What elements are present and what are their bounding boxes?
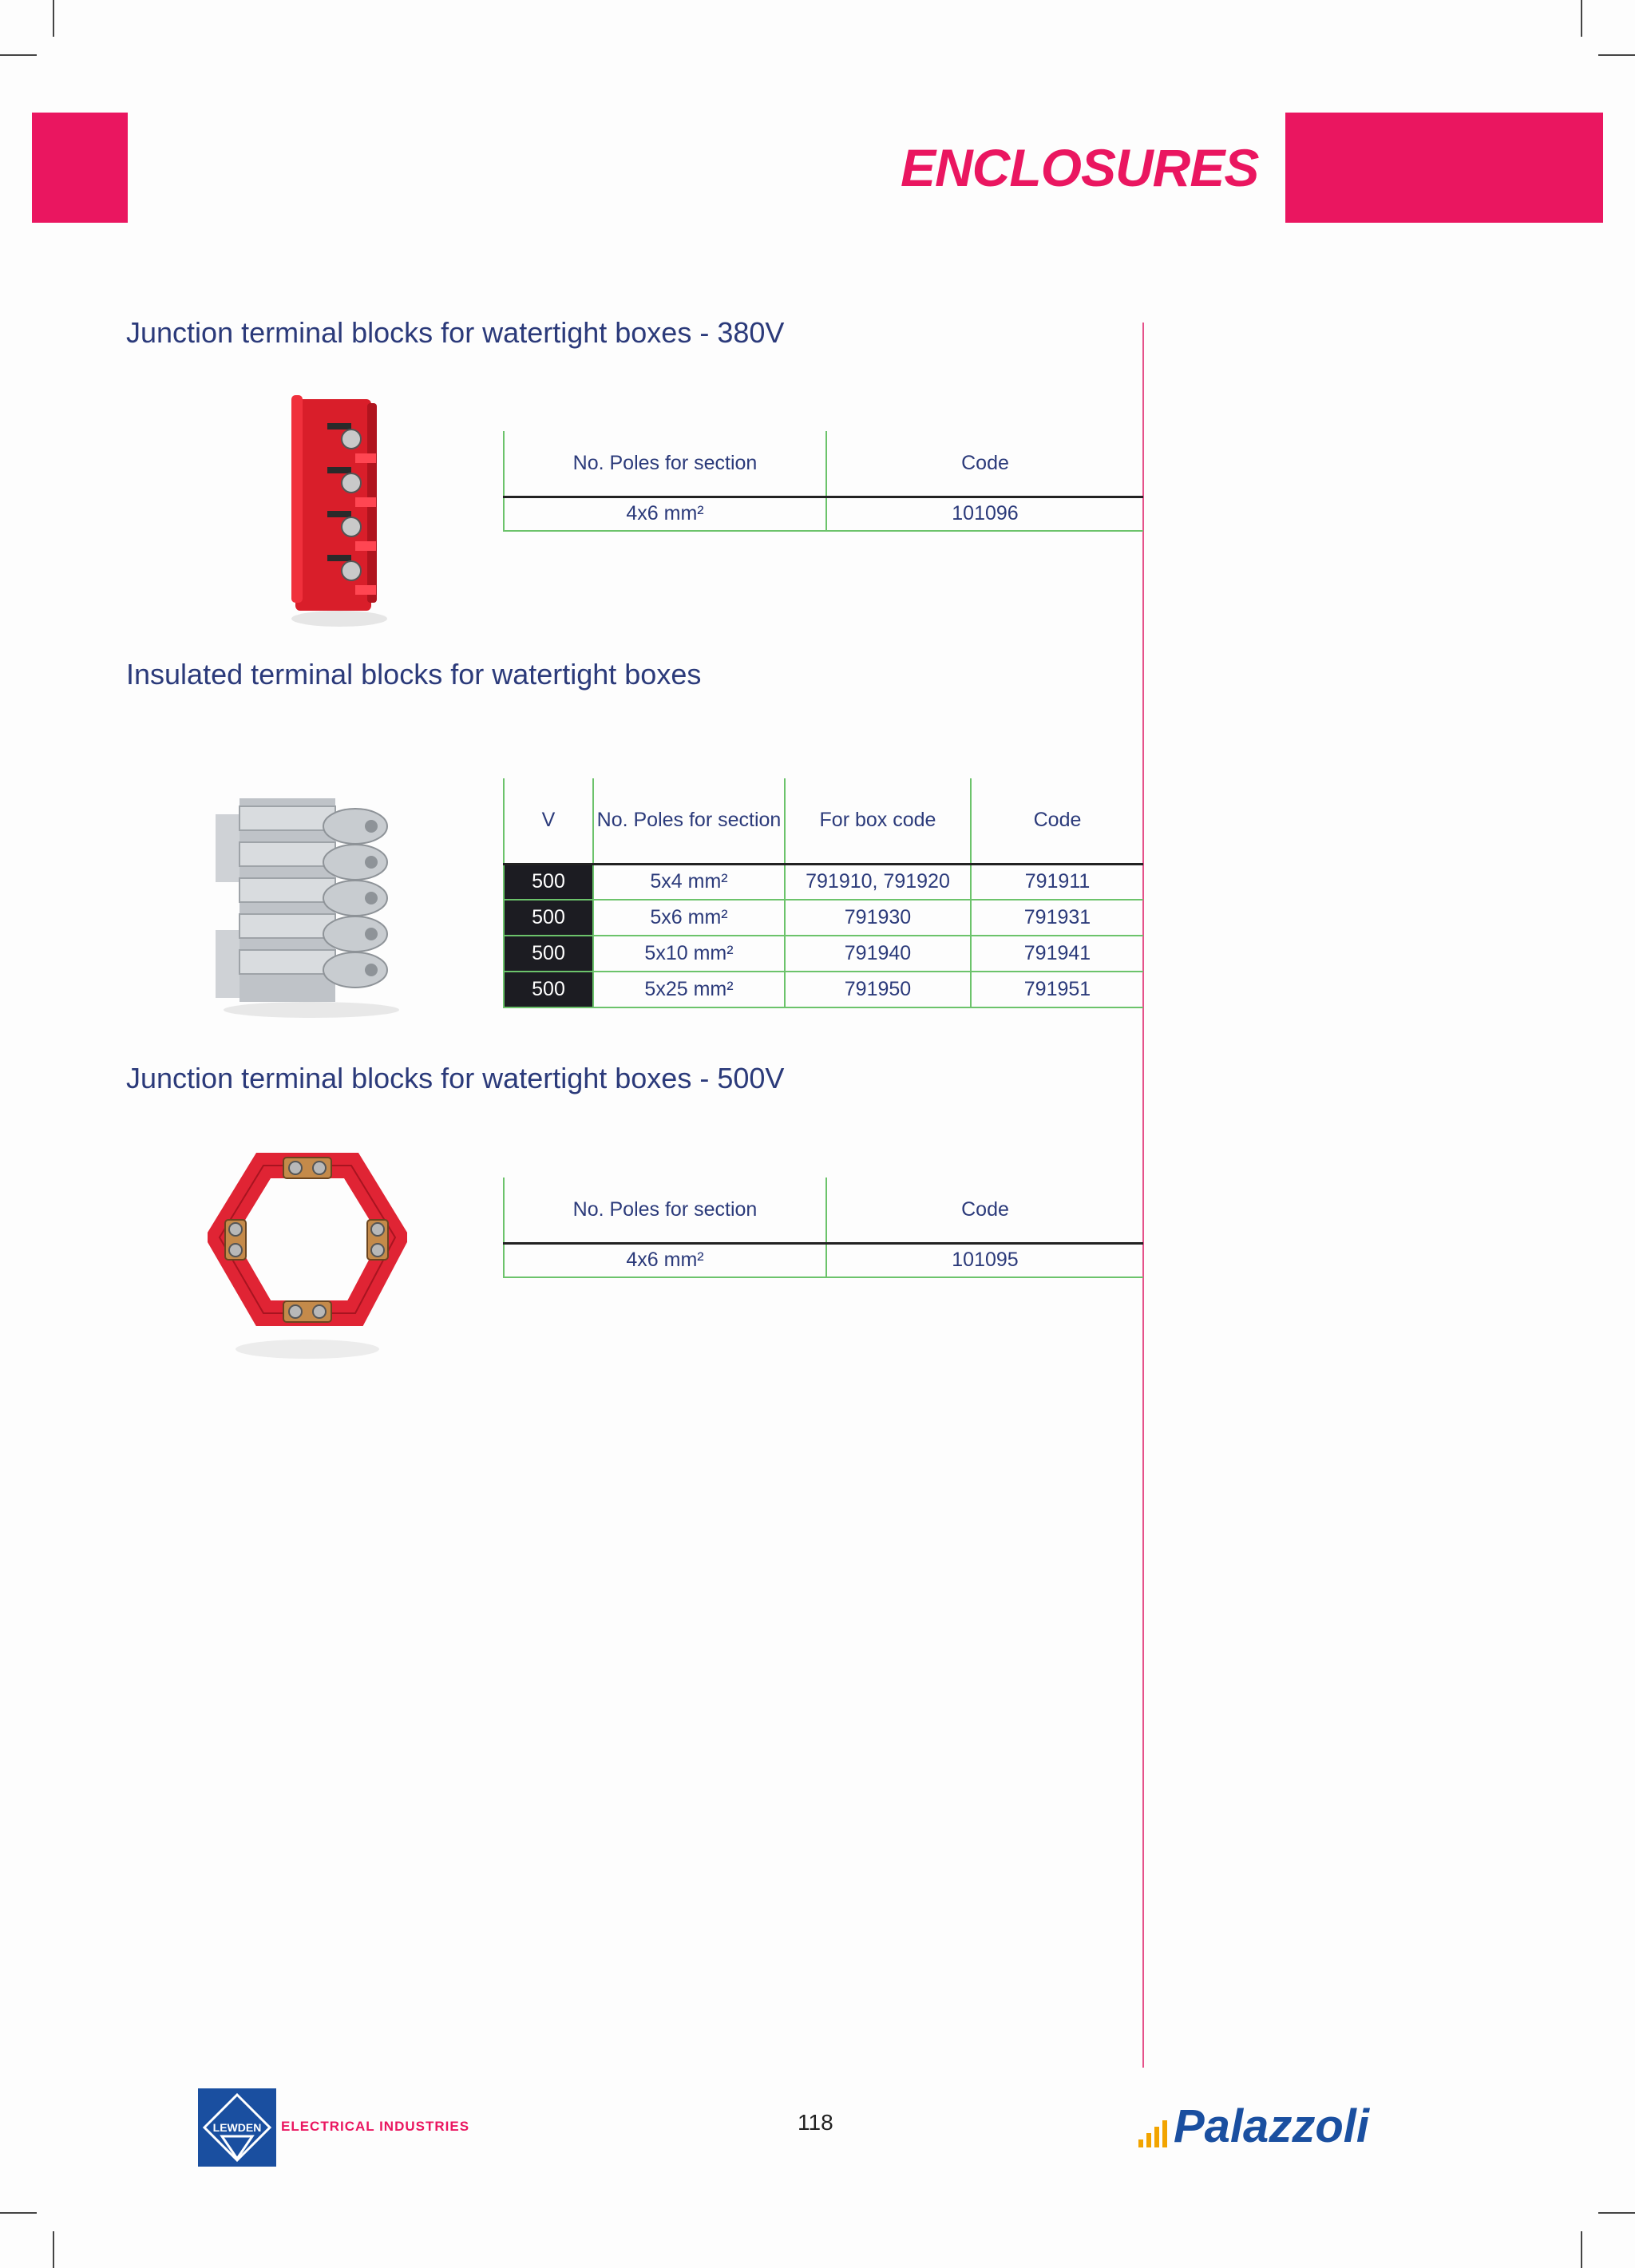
cell-code: 101096 (825, 497, 1143, 532)
crop-mark (1581, 0, 1582, 37)
crop-mark (53, 0, 54, 37)
page-number: 118 (798, 2110, 833, 2135)
cell-box-code: 791940 (784, 936, 971, 972)
cell-code: 791951 (970, 972, 1143, 1008)
cell-section: 5x10 mm² (592, 936, 785, 972)
column-header: No. Poles for section (592, 778, 785, 864)
cell-code: 791941 (970, 936, 1143, 972)
cell-voltage: 500 (503, 972, 593, 1008)
column-header: No. Poles for section (503, 1178, 826, 1243)
section-title: Junction terminal blocks for watertight … (126, 316, 785, 349)
table-row: 4x6 mm² 101095 (503, 1243, 1143, 1278)
cell-voltage: 500 (503, 864, 593, 900)
section-title: Junction terminal blocks for watertight … (126, 1062, 785, 1094)
cell-box-code: 791930 (784, 900, 971, 936)
product-image-red-terminal-block (291, 395, 387, 627)
crop-mark (0, 54, 37, 56)
page-title: ENCLOSURES (901, 138, 1259, 197)
lewden-logo-icon: LEWDEN (202, 2092, 272, 2163)
table-500v: No. Poles for section Code 4x6 mm² 10109… (503, 1178, 1143, 1278)
table-row: 500 5x25 mm² 791950 791951 (503, 972, 1143, 1008)
table-row: 4x6 mm² 101096 (503, 497, 1143, 532)
crop-mark (1598, 54, 1635, 56)
table-row: 500 5x4 mm² 791910, 791920 791911 (503, 864, 1143, 900)
cell-voltage: 500 (503, 900, 593, 936)
column-header: For box code (784, 778, 971, 864)
table-380v: No. Poles for section Code 4x6 mm² 10109… (503, 431, 1143, 532)
table-insulated: V No. Poles for section For box code Cod… (503, 778, 1143, 1008)
crop-mark (53, 2231, 54, 2268)
crop-mark (0, 2212, 37, 2214)
crop-mark (1598, 2212, 1635, 2214)
cell-box-code: 791950 (784, 972, 971, 1008)
table-row: 500 5x10 mm² 791940 791941 (503, 936, 1143, 972)
column-header: Code (825, 1178, 1143, 1243)
product-image-red-square-terminal-block (208, 1153, 407, 1359)
cell-section: 5x6 mm² (592, 900, 785, 936)
cell-code: 791931 (970, 900, 1143, 936)
palazzoli-bars-icon (1138, 2120, 1167, 2147)
lewden-logo-text: LEWDEN (213, 2121, 262, 2134)
palazzoli-logo: Palazzoli (1174, 2100, 1369, 2152)
lewden-brand-text: ELECTRICAL INDUSTRIES (281, 2119, 470, 2134)
column-header: No. Poles for section (503, 431, 826, 497)
cell-box-code: 791910, 791920 (784, 864, 971, 900)
cell-code: 101095 (825, 1243, 1143, 1278)
vertical-divider (1142, 323, 1144, 2068)
column-header: Code (825, 431, 1143, 497)
cell-section: 5x4 mm² (592, 864, 785, 900)
cell-section: 4x6 mm² (503, 1243, 826, 1278)
lewden-logo: LEWDEN (198, 2088, 276, 2167)
cell-voltage: 500 (503, 936, 593, 972)
cell-section: 5x25 mm² (592, 972, 785, 1008)
crop-mark (1581, 2231, 1582, 2268)
column-header: V (503, 778, 593, 864)
table-row: 500 5x6 mm² 791930 791931 (503, 900, 1143, 936)
section-title: Insulated terminal blocks for watertight… (126, 658, 702, 691)
cell-section: 4x6 mm² (503, 497, 826, 532)
header-block-left (32, 113, 128, 223)
header-block-right (1285, 113, 1603, 223)
cell-code: 791911 (970, 864, 1143, 900)
column-header: Code (970, 778, 1143, 864)
product-image-grey-terminal-block (216, 798, 399, 1018)
